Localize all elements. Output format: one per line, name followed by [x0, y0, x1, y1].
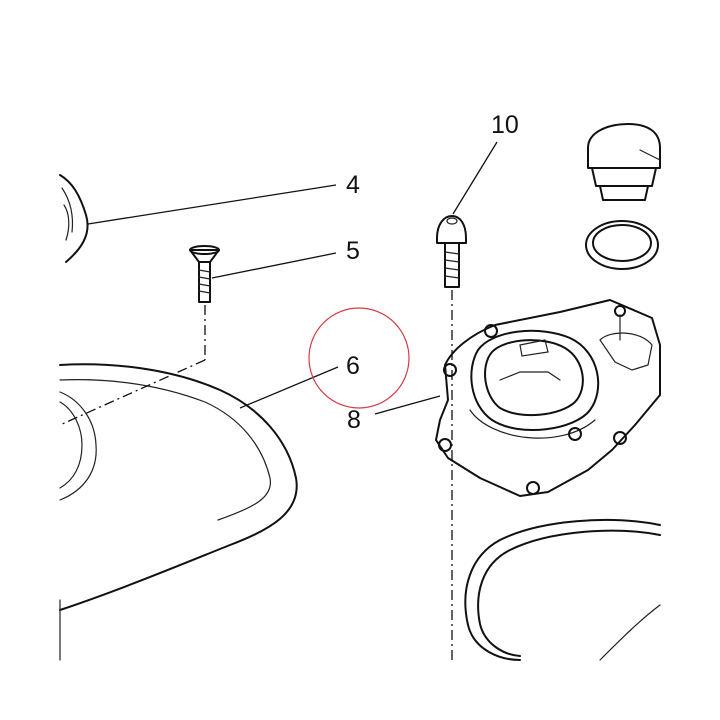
leader-line-6 [239, 366, 339, 409]
leader-line-8 [374, 395, 441, 415]
part-8-housing [435, 299, 661, 497]
highlight-circle [308, 307, 410, 409]
callout-10: 10 [491, 111, 519, 139]
part-4-cover-edge [59, 174, 89, 263]
part-10-bolt [436, 215, 467, 288]
o-ring [585, 220, 659, 270]
axis-line-diagonal [59, 359, 206, 426]
leader-line-10 [452, 141, 498, 215]
callout-6: 6 [346, 352, 360, 380]
part-6-panel [59, 363, 298, 661]
callout-5: 5 [346, 237, 360, 265]
filler-cap [587, 123, 661, 201]
callout-4: 4 [346, 171, 360, 199]
leader-line-5 [211, 252, 337, 279]
drive-belt [464, 519, 661, 661]
part-5-screw [189, 245, 220, 303]
callout-8: 8 [347, 406, 361, 434]
leader-line-4 [87, 184, 337, 225]
